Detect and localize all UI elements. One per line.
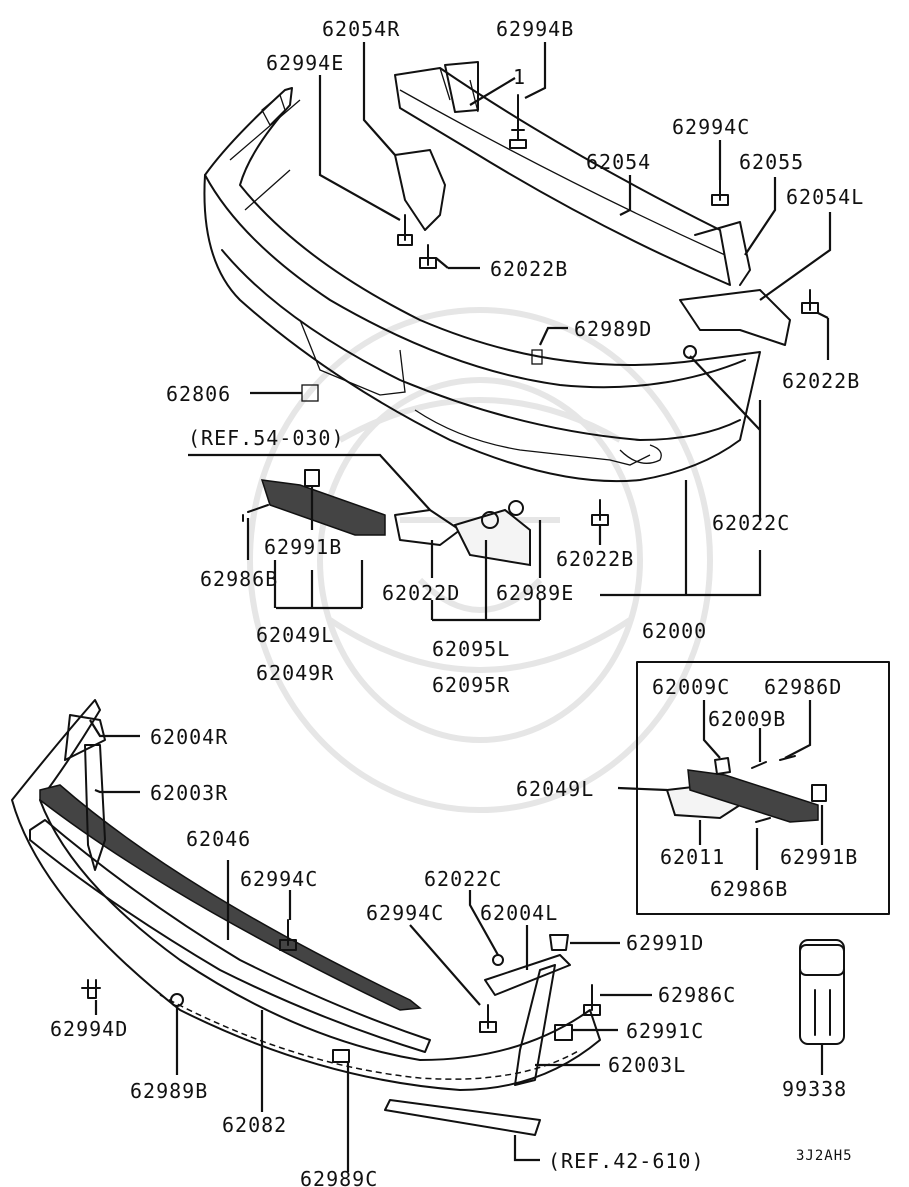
label-62054L: 62054L [786,185,864,209]
inset-label-62011: 62011 [660,845,725,869]
inset-label-62991B: 62991B [780,845,858,869]
label-62989E: 62989E [496,581,574,605]
grille-and-lamp-covers [242,469,531,567]
front-bumper-upper [203,87,761,483]
label-62022D: 62022D [382,581,460,605]
inset-label-62986D: 62986D [764,675,842,699]
label-62049R: 62049R [256,661,334,685]
label-62989C: 62989C [300,1167,378,1187]
label-62054R: 62054R [322,17,400,41]
label-ref-42-610: (REF.42-610) [548,1149,705,1173]
label-62994C-mid: 62994C [240,867,318,891]
label-62991C: 62991C [626,1019,704,1043]
label-62994E: 62994E [266,51,344,75]
label-62095R: 62095R [432,673,510,697]
label-62022B-right: 62022B [782,369,860,393]
label-ref-54-030: (REF.54-030) [188,426,345,450]
label-62989B: 62989B [130,1079,208,1103]
label-62004L: 62004L [480,901,558,925]
label-62991D: 62991D [626,931,704,955]
label-62049L: 62049L [256,623,334,647]
inset-label-62986B: 62986B [710,877,788,901]
label-62054: 62054 [586,150,651,174]
label-62994B: 62994B [496,17,574,41]
inset-label-62009B: 62009B [708,707,786,731]
label-62022C-low: 62022C [424,867,502,891]
label-62994C-low: 62994C [366,901,444,925]
label-62046: 62046 [186,827,251,851]
label-62003R: 62003R [150,781,228,805]
fasteners-lower [81,919,601,1063]
label-62022C-right: 62022C [712,511,790,535]
label-62003L: 62003L [608,1053,686,1077]
front-bumper-lower [11,699,601,1136]
inset-label-62049L: 62049L [516,777,594,801]
label-62055: 62055 [739,150,804,174]
label-99338: 99338 [782,1077,847,1101]
label-62989D: 62989D [574,317,652,341]
label-62806: 62806 [166,382,231,406]
label-62994D: 62994D [50,1017,128,1041]
watermark-emblem [247,307,713,813]
label-62082: 62082 [222,1113,287,1137]
label-62986C: 62986C [658,983,736,1007]
label-62022B-mid: 62022B [490,257,568,281]
label-62004R: 62004R [150,725,228,749]
diagram-code: 3J2AH5 [796,1148,853,1164]
label-62986B-left: 62986B [200,567,278,591]
inset-label-62009C: 62009C [652,675,730,699]
bumper-reinforcement [394,61,791,346]
label-62994C-top: 62994C [672,115,750,139]
label-62000: 62000 [642,619,707,643]
label-1: 1 [513,65,526,89]
label-62991B-left: 62991B [264,535,342,559]
paint-bottle-icon [799,939,845,1045]
leader-lines [89,42,832,1172]
label-62095L: 62095L [432,637,510,661]
label-62022B-low: 62022B [556,547,634,571]
part-labels: 62054R 62994B 62994E 1 62994C 62054 6205… [50,17,864,1187]
inset-box [636,661,890,915]
